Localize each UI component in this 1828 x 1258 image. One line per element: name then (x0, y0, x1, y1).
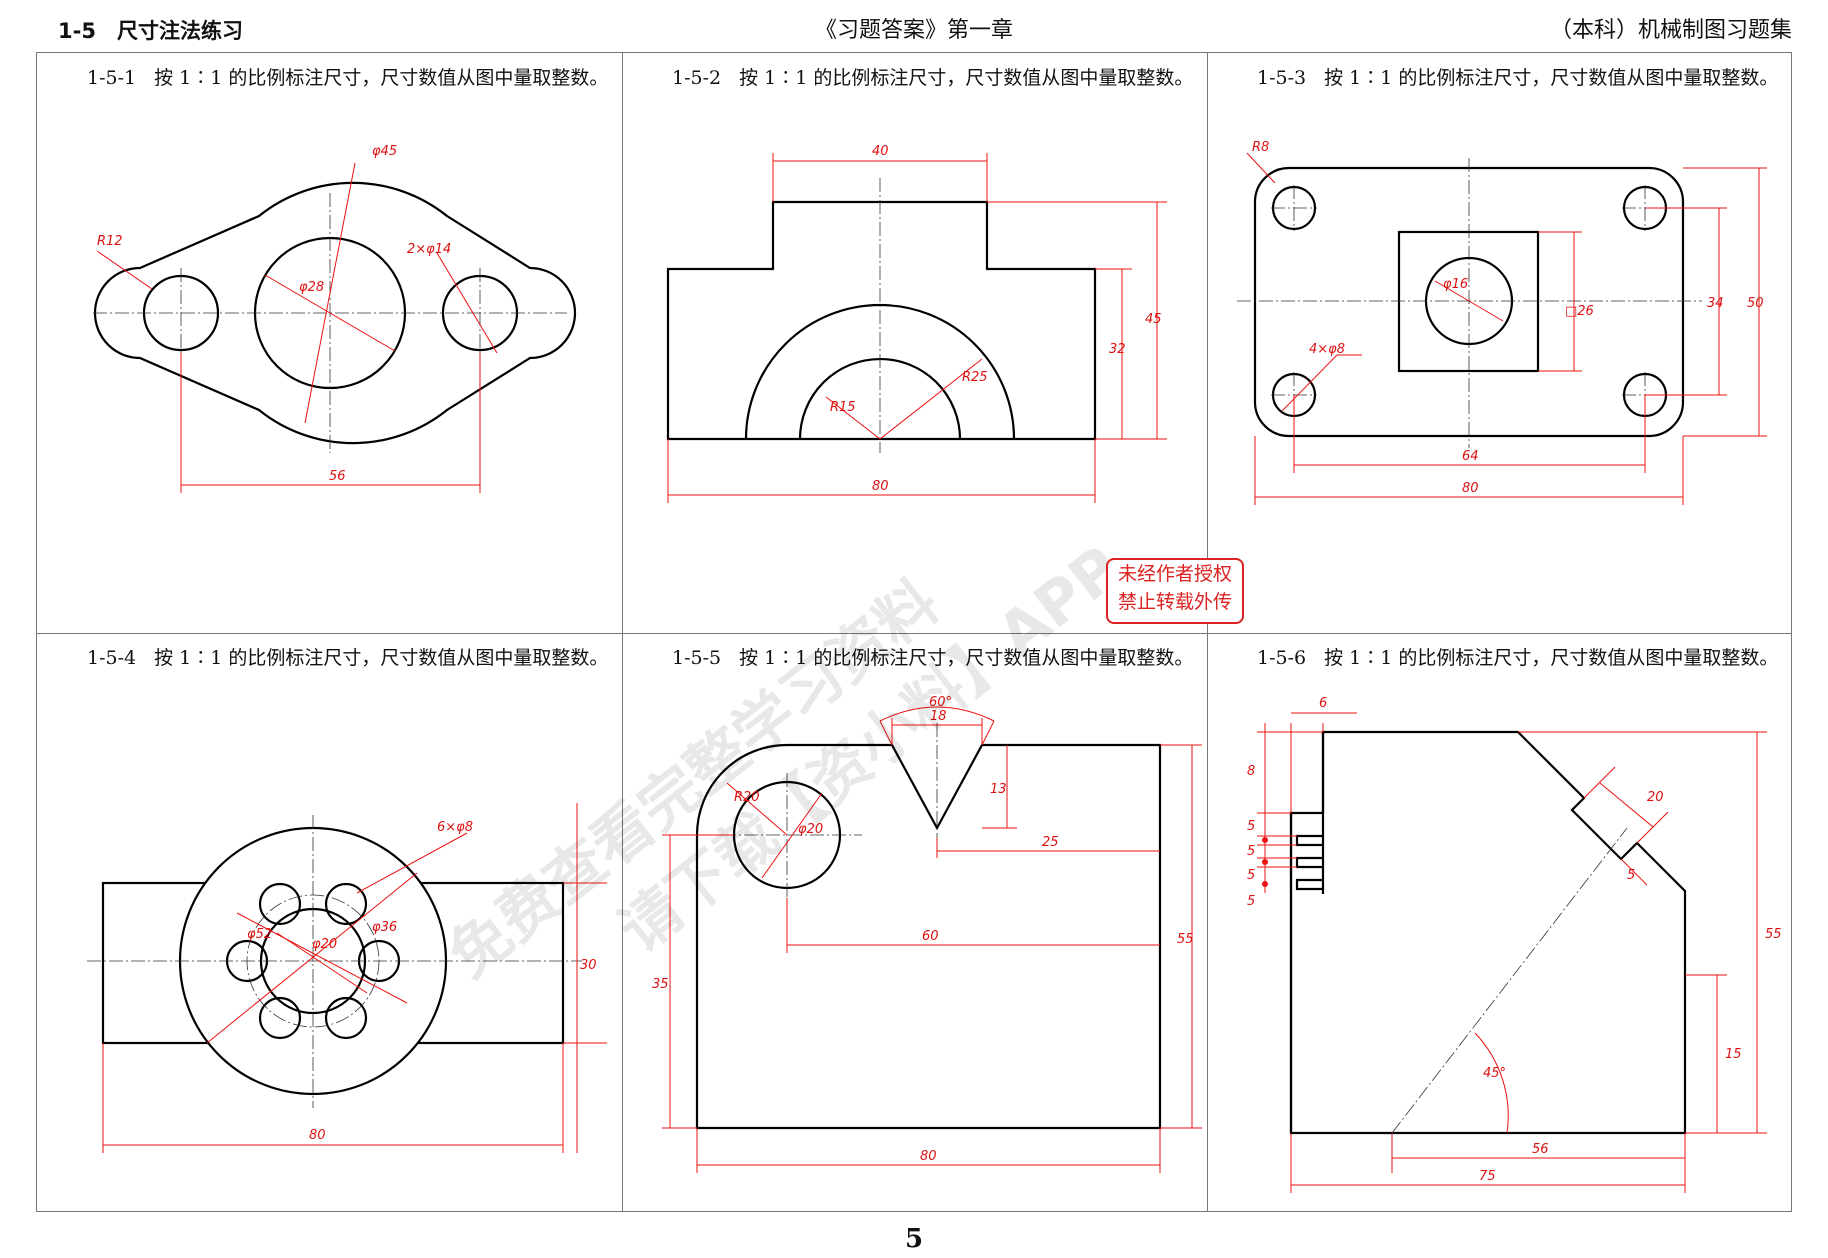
dim-32: 32 (1109, 342, 1126, 357)
dim-60: 60 (922, 929, 939, 944)
dim-25: 25 (1042, 835, 1059, 850)
dim-5b: 5 (1247, 844, 1255, 859)
drawing-1-5-1: 56 φ45 R12 2×φ14 φ28 (93, 144, 577, 493)
dim-5c: 5 (1247, 868, 1255, 883)
dim-sq26: □26 (1565, 304, 1594, 319)
dim-55: 55 (1177, 932, 1194, 947)
dim-55: 55 (1765, 927, 1782, 942)
dim-18: 18 (930, 709, 947, 724)
section-title: 1-5 尺寸注法练习 (58, 19, 243, 43)
dim-phi52: φ52 (247, 927, 272, 942)
dim-phi36: φ36 (372, 920, 397, 935)
grid-divider (622, 53, 623, 1211)
dim-phi20: φ20 (312, 937, 337, 952)
dim-75: 75 (1479, 1169, 1496, 1184)
page-number: 5 (904, 1224, 924, 1254)
drawing-1-5-4: 6×φ8 φ52 φ20 φ36 30 80 (87, 803, 607, 1153)
drawing-1-5-2: 40 80 45 32 R25 R15 (666, 144, 1167, 503)
drawing-1-5-5: 60° 18 13 25 R20 φ20 55 35 60 80 (652, 695, 1202, 1173)
dim-r8: R8 (1252, 140, 1269, 155)
book-title: （本科）机械制图习题集 (1549, 18, 1792, 43)
dim-64: 64 (1462, 449, 1479, 464)
dim-13: 13 (990, 782, 1007, 797)
dim-34: 34 (1707, 296, 1724, 311)
dim-80: 80 (920, 1149, 937, 1164)
dim-30: 30 (580, 958, 597, 973)
dim-4xphi8: 4×φ8 (1309, 342, 1345, 357)
dim-phi45: φ45 (372, 144, 397, 159)
dim-r15: R15 (830, 400, 856, 415)
dim-60deg: 60° (929, 695, 952, 710)
dim-15: 15 (1725, 1047, 1742, 1062)
dim-80: 80 (872, 479, 889, 494)
dim-r25: R25 (962, 370, 988, 385)
dim-5d: 5 (1247, 894, 1255, 909)
drawing-1-5-6: 6 8 5 5 5 5 20 5 55 45° 15 56 75 (1247, 696, 1782, 1193)
dim-56: 56 (1532, 1142, 1549, 1157)
dim-45: 45 (1145, 312, 1162, 327)
dim-80: 80 (309, 1128, 326, 1143)
dim-6xphi8: 6×φ8 (437, 820, 473, 835)
dim-35: 35 (652, 977, 669, 992)
grid-divider (37, 633, 1791, 634)
copyright-stamp: 未经作者授权 禁止转载外传 (1106, 558, 1244, 624)
dim-phi20: φ20 (798, 822, 823, 837)
dim-80: 80 (1462, 481, 1479, 496)
dim-6: 6 (1319, 696, 1327, 711)
dim-5a: 5 (1247, 819, 1255, 834)
grid-divider (1207, 53, 1208, 1211)
dim-5: 5 (1627, 868, 1635, 883)
dim-20: 20 (1647, 790, 1664, 805)
dim-phi16: φ16 (1443, 277, 1468, 292)
dim-8: 8 (1247, 764, 1255, 779)
dim-45deg: 45° (1483, 1066, 1506, 1081)
dim-phi28: φ28 (299, 280, 324, 295)
dim-56: 56 (329, 469, 346, 484)
dim-r12: R12 (97, 234, 123, 249)
drawing-1-5-3: R8 φ16 □26 34 50 4×φ8 64 80 (1237, 140, 1767, 505)
dim-50: 50 (1747, 296, 1764, 311)
dim-r20: R20 (734, 790, 760, 805)
dim-40: 40 (872, 144, 889, 159)
dim-2xphi14: 2×φ14 (407, 242, 451, 257)
